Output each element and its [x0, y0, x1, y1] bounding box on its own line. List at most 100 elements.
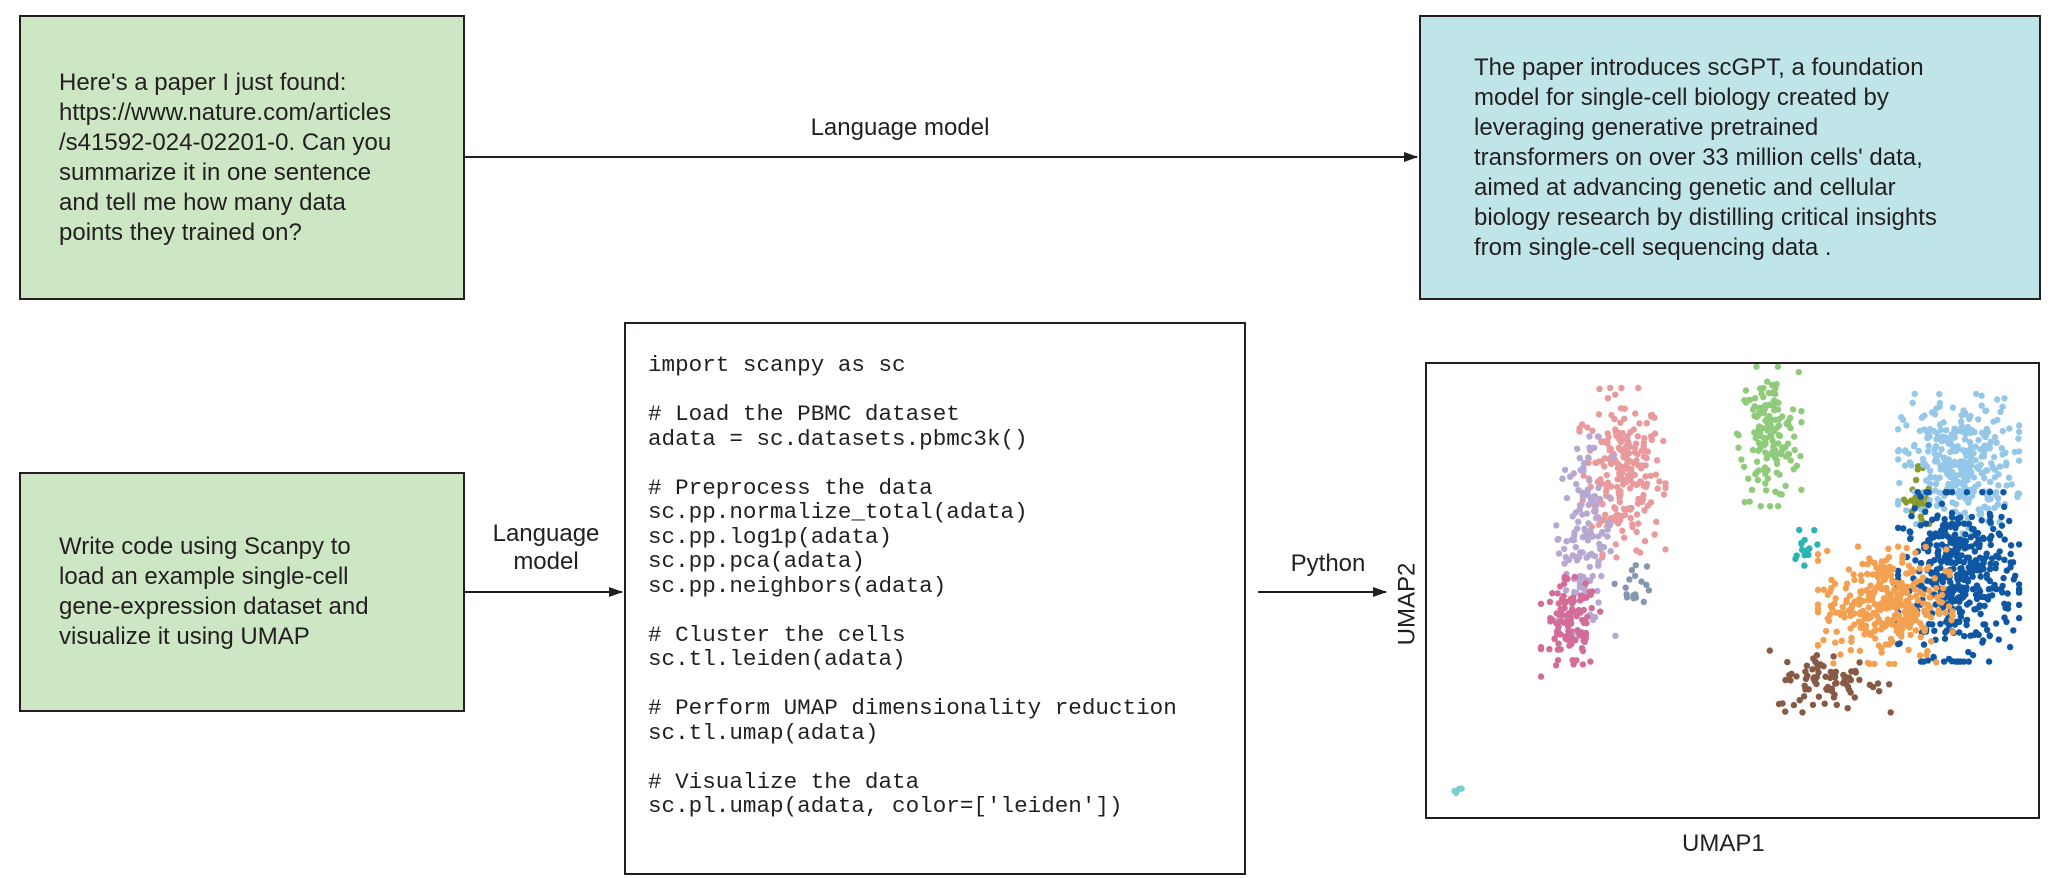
- data-point: [1943, 426, 1950, 434]
- data-point: [1903, 507, 1910, 514]
- data-point: [1941, 516, 1948, 523]
- data-point: [1583, 554, 1590, 561]
- data-point: [1957, 465, 1965, 472]
- data-point: [1887, 571, 1895, 579]
- umap-plot: [1425, 362, 2040, 819]
- data-point: [1949, 559, 1956, 566]
- data-point: [1774, 503, 1782, 510]
- data-point: [2015, 589, 2023, 596]
- data-point: [1773, 469, 1781, 476]
- data-point: [1847, 625, 1854, 632]
- data-point: [1942, 489, 1949, 496]
- data-point: [1824, 683, 1832, 691]
- data-point: [1978, 402, 1985, 409]
- data-point: [1925, 620, 1933, 628]
- data-point: [1749, 446, 1757, 454]
- data-point: [1565, 610, 1573, 617]
- data-point: [1762, 480, 1769, 487]
- top-prompt-box: Here's a paper I just found: https://www…: [19, 15, 465, 300]
- data-point: [1898, 633, 1905, 640]
- data-point: [1945, 480, 1952, 488]
- data-point: [1867, 582, 1874, 589]
- data-point: [1964, 543, 1971, 551]
- data-point: [1900, 496, 1908, 503]
- data-point: [1954, 545, 1962, 553]
- data-point: [1574, 525, 1581, 532]
- data-point: [1630, 592, 1637, 599]
- data-point: [1745, 475, 1752, 482]
- data-point: [1921, 426, 1928, 433]
- data-point: [1833, 628, 1840, 635]
- data-point: [1580, 606, 1587, 614]
- data-point: [1791, 433, 1798, 440]
- data-point: [1942, 629, 1949, 636]
- data-point: [1573, 612, 1580, 620]
- data-point: [1742, 387, 1750, 394]
- data-point: [1918, 582, 1925, 589]
- data-point: [1815, 693, 1823, 700]
- data-point: [1871, 660, 1878, 668]
- data-point: [1977, 573, 1984, 580]
- data-point: [1932, 530, 1939, 537]
- data-point: [1642, 473, 1649, 480]
- data-point: [1951, 585, 1959, 592]
- data-point: [1800, 693, 1808, 700]
- data-point: [1876, 688, 1883, 695]
- data-point: [2004, 590, 2011, 597]
- data-point: [2007, 550, 2014, 558]
- data-point: [1814, 586, 1822, 594]
- data-point: [1995, 482, 2002, 489]
- data-point: [1884, 566, 1892, 574]
- data-point: [1905, 646, 1912, 654]
- data-point: [1937, 557, 1944, 564]
- data-point: [1782, 444, 1789, 451]
- data-point: [1612, 391, 1619, 398]
- data-point: [1961, 520, 1968, 527]
- data-point: [1958, 552, 1965, 559]
- data-point: [1790, 701, 1798, 709]
- data-point: [1763, 455, 1770, 462]
- data-point: [1764, 415, 1771, 422]
- data-point: [1978, 517, 1985, 524]
- data-point: [1911, 613, 1918, 620]
- data-point: [1583, 620, 1590, 627]
- data-point: [1921, 625, 1929, 633]
- data-point: [1980, 535, 1987, 543]
- data-point: [1881, 576, 1888, 583]
- data-point: [1610, 454, 1617, 461]
- data-point: [1964, 423, 1972, 431]
- data-point: [1894, 448, 1902, 455]
- data-point: [1856, 676, 1863, 684]
- cluster-2: [1537, 573, 1604, 680]
- data-point: [1952, 524, 1959, 532]
- data-point: [1634, 500, 1642, 507]
- data-point: [1803, 662, 1811, 669]
- data-point: [2014, 493, 2021, 500]
- data-point: [1617, 491, 1624, 498]
- data-point: [1980, 432, 1988, 439]
- data-point: [1932, 585, 1940, 592]
- data-point: [1894, 456, 1902, 463]
- data-point: [1820, 636, 1827, 644]
- data-point: [1554, 627, 1562, 634]
- data-point: [1983, 626, 1991, 633]
- data-point: [1866, 681, 1873, 688]
- data-point: [1640, 482, 1647, 490]
- data-point: [1620, 451, 1627, 458]
- data-point: [1595, 433, 1602, 440]
- data-point: [1735, 444, 1742, 451]
- data-point: [1962, 449, 1969, 456]
- data-point: [1749, 406, 1757, 413]
- data-point: [1581, 459, 1588, 467]
- data-point: [1995, 530, 2002, 537]
- code-line: sc.pp.normalize_total(adata): [648, 499, 1028, 525]
- data-point: [1972, 457, 1979, 464]
- data-point: [1965, 499, 1972, 506]
- data-point: [1566, 473, 1574, 480]
- data-point: [1955, 605, 1963, 612]
- data-point: [1869, 589, 1876, 596]
- data-point: [1922, 520, 1930, 527]
- data-point: [1923, 477, 1930, 484]
- data-point: [1967, 534, 1974, 541]
- data-point: [1653, 457, 1661, 464]
